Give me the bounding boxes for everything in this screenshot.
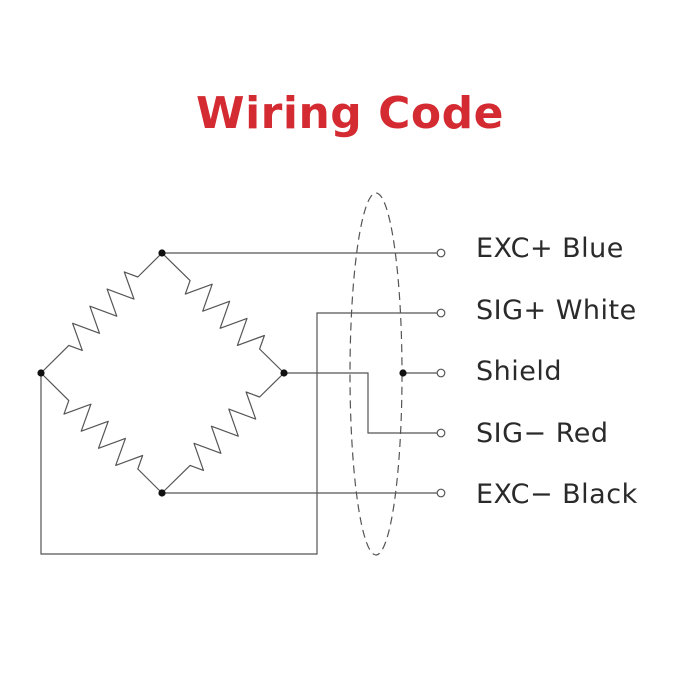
terminal-exc-plus	[436, 248, 446, 258]
node-right	[280, 369, 288, 377]
terminal-label-shield: Shield	[476, 356, 563, 387]
terminal-shield	[436, 368, 446, 378]
node-shield	[399, 369, 407, 377]
terminal-sig-minus	[436, 428, 446, 438]
resistor-lower-left	[40, 372, 163, 494]
terminal-label-exc-plus: EXC+ Blue	[476, 233, 624, 264]
page-title: Wiring Code	[196, 88, 504, 139]
terminal-sig-plus	[436, 308, 446, 318]
resistor-upper-left	[40, 252, 163, 374]
terminal-label-exc-minus: EXC− Black	[476, 479, 638, 510]
wire-sig-plus	[40, 312, 437, 555]
terminal-label-sig-minus: SIG− Red	[476, 418, 609, 449]
wire-sig-minus	[284, 372, 437, 434]
cable-shield-ellipse	[349, 192, 403, 556]
resistor-upper-right	[161, 252, 285, 374]
node-bottom	[158, 489, 166, 497]
terminal-label-sig-plus: SIG+ White	[476, 295, 637, 326]
node-left	[37, 369, 45, 377]
node-top	[158, 249, 166, 257]
resistor-lower-right	[161, 372, 285, 494]
terminal-exc-minus	[436, 488, 446, 498]
